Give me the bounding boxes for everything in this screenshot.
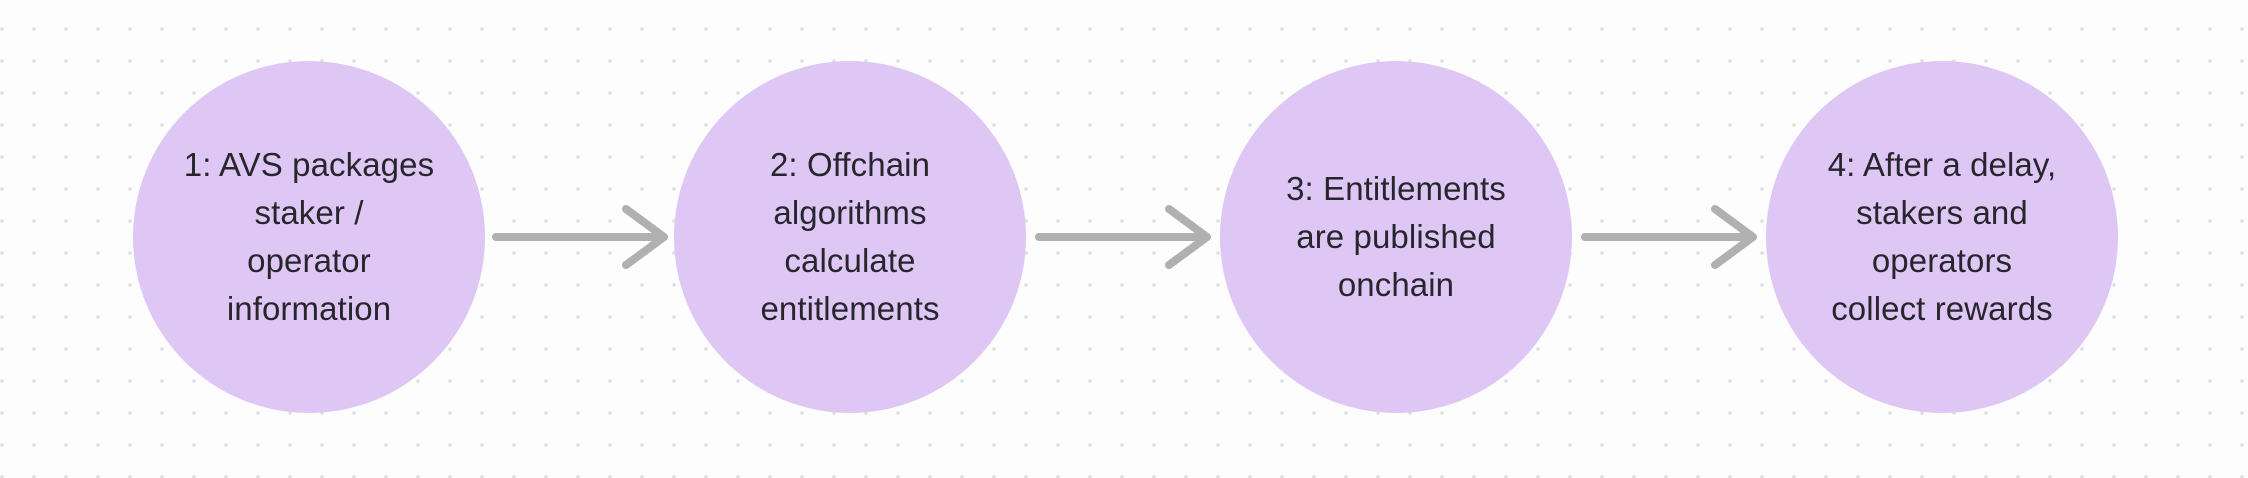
step-label-line: staker / (254, 194, 364, 231)
flow-step-4-label: 4: After a delay, stakers and operators … (1828, 141, 2057, 333)
step-label-line: 1: AVS packages (183, 146, 435, 183)
arrow-head (1711, 205, 1757, 269)
flow-step-2-circle: 2: Offchain algorithms calculate entitle… (674, 61, 1026, 413)
step-label-line: are published (1296, 218, 1496, 255)
flow-step-1-circle: 1: AVS packages staker / operator inform… (133, 61, 485, 413)
flow-step-3-circle: 3: Entitlements are published onchain (1220, 61, 1572, 413)
step-label-line: entitlements (760, 290, 940, 327)
step-label-line: 2: Offchain (769, 146, 931, 183)
arrow-right-icon (1581, 205, 1757, 269)
flow-step-1-label: 1: AVS packages staker / operator inform… (184, 141, 434, 333)
step-label-line: 3: Entitlements (1286, 170, 1506, 207)
flow-step-3-label: 3: Entitlements are published onchain (1286, 165, 1506, 309)
step-label-line: algorithms (773, 194, 927, 231)
step-label-line: operators (1871, 242, 2013, 279)
step-label-line: collect rewards (1831, 290, 2053, 327)
arrow-head (622, 205, 668, 269)
step-label-line: 4: After a delay, (1827, 146, 2057, 183)
step-label-line: onchain (1337, 266, 1455, 303)
arrow-right-icon (492, 205, 668, 269)
step-label-line: calculate (784, 242, 916, 279)
arrow-head (1165, 205, 1211, 269)
step-label-line: stakers and (1856, 194, 2028, 231)
step-label-line: operator (247, 242, 371, 279)
flow-step-4-circle: 4: After a delay, stakers and operators … (1766, 61, 2118, 413)
step-label-line: information (226, 290, 392, 327)
arrow-right-icon (1035, 205, 1211, 269)
flow-step-2-label: 2: Offchain algorithms calculate entitle… (760, 141, 939, 333)
